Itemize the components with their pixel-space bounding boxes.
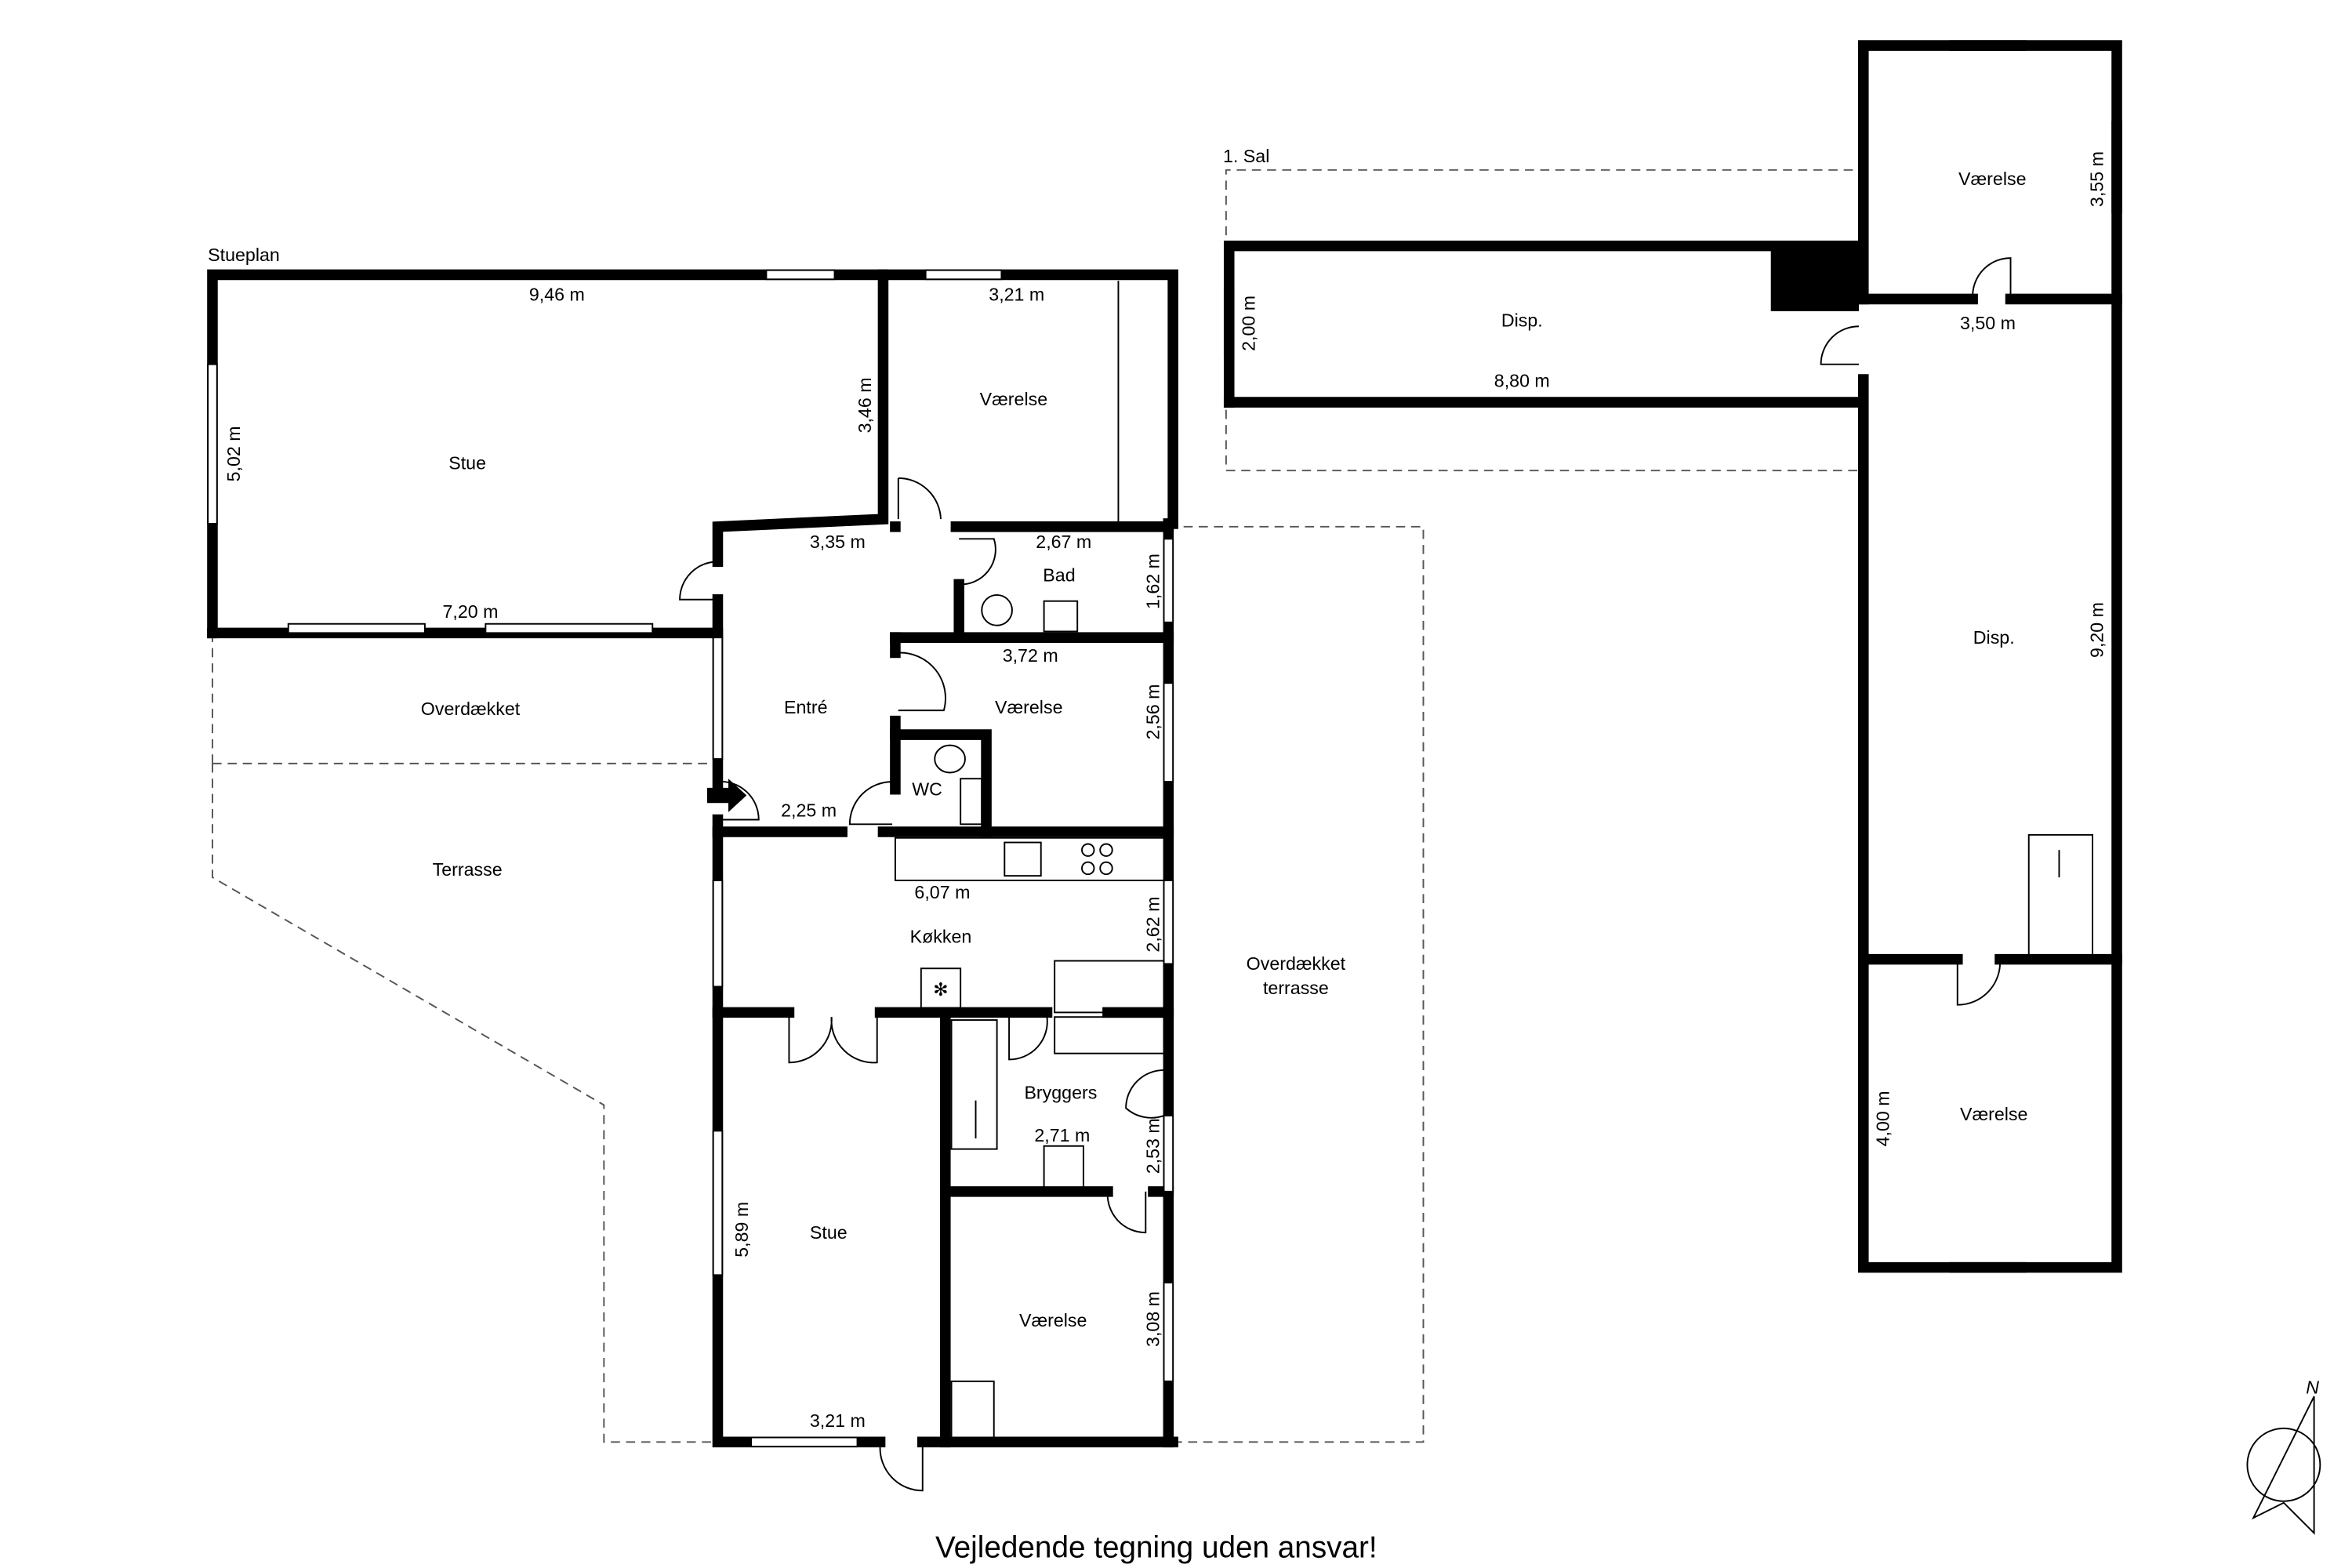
room-label: Værelse xyxy=(1960,1104,2027,1124)
dimension-label: 9,20 m xyxy=(2087,602,2107,658)
room-label: Værelse xyxy=(980,389,1047,409)
dimension-label: 7,20 m xyxy=(443,601,499,622)
dimension-label: 5,02 m xyxy=(223,426,244,481)
dimension-label: 2,56 m xyxy=(1143,684,1163,740)
first-floor-labels: Disp. Værelse Disp. Værelse 2,00 m 8,80 … xyxy=(1239,151,2107,1146)
washing-machine-icon xyxy=(1043,1145,1084,1189)
dimension-label: 3,35 m xyxy=(810,532,866,552)
dimension-label: 3,72 m xyxy=(1003,645,1058,666)
dimension-label: 3,55 m xyxy=(2087,151,2107,207)
dimension-label: 2,62 m xyxy=(1143,897,1163,953)
compass-label: N xyxy=(2306,1377,2319,1397)
ground-floor-title: Stueplan xyxy=(208,245,280,265)
dimension-label: 5,89 m xyxy=(731,1202,752,1258)
snowflake-icon: ✻ xyxy=(933,979,948,1000)
room-label: Disp. xyxy=(1973,627,2015,648)
dimension-label: 6,07 m xyxy=(914,882,970,902)
room-label: Overdækket xyxy=(1247,953,1346,974)
toilet-icon xyxy=(981,593,1013,626)
dimension-label: 8,80 m xyxy=(1494,371,1550,391)
freezer-icon xyxy=(920,967,962,1009)
north-arrow-icon: N xyxy=(2246,1377,2321,1535)
room-label: Stue xyxy=(448,452,486,473)
room-label: Stue xyxy=(810,1222,848,1243)
fixtures: ✻ xyxy=(894,245,2093,1440)
room-label: Køkken xyxy=(910,926,972,946)
stairs xyxy=(950,1019,998,1150)
ground-floor-room-labels: Stue Værelse Bad Entré Værelse WC Overdæ… xyxy=(421,389,1346,1330)
entrance-arrow-icon xyxy=(706,779,747,812)
room-label: WC xyxy=(912,779,942,800)
dimension-label: 3,50 m xyxy=(1960,313,2016,333)
room-label: Disp. xyxy=(1501,310,1543,330)
ground-floor-dimensions: 9,46 m 5,02 m 7,20 m 3,21 m 3,46 m 3,35 … xyxy=(223,284,1163,1431)
room-label: Overdækket xyxy=(421,699,521,719)
chimney xyxy=(1770,245,1859,311)
first-floor-walls xyxy=(1223,40,2122,1273)
dimension-label: 9,46 m xyxy=(529,284,585,304)
toilet-icon xyxy=(934,744,966,774)
disclaimer: Vejledende tegning uden ansvar! xyxy=(935,1530,1377,1564)
dimension-label: 2,25 m xyxy=(781,800,837,821)
room-label: Bryggers xyxy=(1024,1083,1097,1103)
dimension-label: 2,00 m xyxy=(1239,296,1259,351)
washbasin-icon xyxy=(1043,600,1079,633)
dimension-label: 1,62 m xyxy=(1143,554,1163,609)
dimension-label: 3,46 m xyxy=(855,377,875,433)
doors xyxy=(679,257,2012,1492)
room-label: terrasse xyxy=(1263,978,1329,998)
dimension-label: 2,53 m xyxy=(1143,1118,1163,1174)
room-label: Værelse xyxy=(1958,169,2026,189)
dimension-label: 3,08 m xyxy=(1143,1291,1163,1347)
sink-icon xyxy=(1004,841,1042,877)
dimension-label: 2,67 m xyxy=(1036,532,1091,552)
dimension-label: 3,21 m xyxy=(810,1410,866,1431)
room-label: Terrasse xyxy=(433,859,503,880)
dimension-label: 3,21 m xyxy=(989,284,1044,304)
stove-icon xyxy=(1081,843,1113,876)
dimension-label: 4,00 m xyxy=(1873,1091,1893,1146)
room-label: Værelse xyxy=(1019,1310,1087,1330)
room-label: Værelse xyxy=(995,697,1062,717)
stairs xyxy=(2027,833,2093,957)
dimension-label: 2,71 m xyxy=(1034,1125,1090,1145)
room-label: Entré xyxy=(784,697,827,717)
first-floor-title: 1. Sal xyxy=(1223,146,1269,166)
outdoor-areas xyxy=(212,169,1859,1443)
room-label: Bad xyxy=(1043,565,1075,586)
ground-floor-walls xyxy=(207,269,1178,1448)
